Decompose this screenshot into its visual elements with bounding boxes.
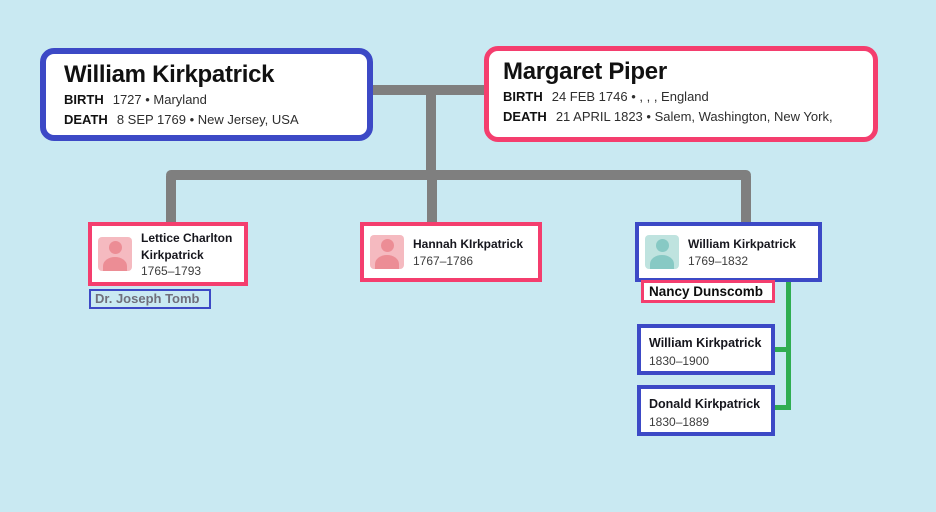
death-label: DEATH <box>64 112 108 128</box>
person-years: 1769–1832 <box>688 253 749 268</box>
person-name: Hannah KIrkpatrick <box>413 237 524 252</box>
male-avatar-icon <box>645 235 679 269</box>
person-card-child-3[interactable]: William Kirkpatrick 1769–1832 <box>635 222 822 282</box>
birth-label: BIRTH <box>503 89 543 104</box>
person-years: 1765–1793 <box>141 263 202 278</box>
grandchild-stub-line-2 <box>774 405 791 410</box>
birth-row: BIRTH 24 FEB 1746 • , , , England <box>503 87 865 107</box>
person-name: Margaret Piper <box>503 58 667 85</box>
spouse-label-joseph-tomb[interactable]: Dr. Joseph Tomb <box>89 289 211 309</box>
person-name: Lettice Charlton Kirkpatrick <box>141 231 233 262</box>
death-value: 21 APRIL 1823 • Salem, Washington, New Y… <box>555 109 833 125</box>
spouse-label-nancy-dunscomb[interactable]: Nancy Dunscomb <box>641 280 775 303</box>
person-card-grandchild-2[interactable]: Donald Kirkpatrick 1830–1889 <box>637 385 775 436</box>
person-card-child-1[interactable]: Lettice Charlton Kirkpatrick 1765–1793 <box>88 222 248 286</box>
person-years: 1830–1889 <box>649 414 710 429</box>
death-row: DEATH 8 SEP 1769 • New Jersey, USA <box>64 110 359 130</box>
birth-label: BIRTH <box>64 92 104 107</box>
person-card-mother[interactable]: Margaret Piper BIRTH 24 FEB 1746 • , , , … <box>484 46 878 142</box>
person-card-grandchild-1[interactable]: William Kirkpatrick 1830–1900 <box>637 324 775 375</box>
children-distribution-line <box>166 170 751 180</box>
drop-line-child-2 <box>427 176 437 225</box>
person-card-father[interactable]: William Kirkpatrick BIRTH 1727 • Maryland… <box>40 48 373 141</box>
person-years: 1767–1786 <box>413 253 474 268</box>
grandchildren-vertical-line <box>786 282 791 410</box>
drop-line-child-1 <box>166 176 176 225</box>
person-name: William Kirkpatrick <box>64 61 275 88</box>
person-name: William Kirkpatrick <box>688 237 796 252</box>
death-row: DEATH 21 APRIL 1823 • Salem, Washington, … <box>503 107 865 127</box>
birth-row: BIRTH 1727 • Maryland <box>64 90 359 110</box>
female-avatar-icon <box>98 237 132 271</box>
female-avatar-icon <box>370 235 404 269</box>
death-value: 8 SEP 1769 • New Jersey, USA <box>116 112 299 128</box>
birth-value: 24 FEB 1746 • , , , England <box>551 89 709 104</box>
drop-line-child-3 <box>741 176 751 225</box>
grandchild-stub-line-1 <box>774 347 791 352</box>
birth-value: 1727 • Maryland <box>112 92 207 107</box>
person-card-child-2[interactable]: Hannah KIrkpatrick 1767–1786 <box>360 222 542 282</box>
person-years: 1830–1900 <box>649 353 710 368</box>
death-label: DEATH <box>503 109 547 125</box>
parents-to-children-line <box>426 90 436 176</box>
person-name: Donald Kirkpatrick <box>649 397 761 411</box>
person-name: William Kirkpatrick <box>649 336 762 350</box>
